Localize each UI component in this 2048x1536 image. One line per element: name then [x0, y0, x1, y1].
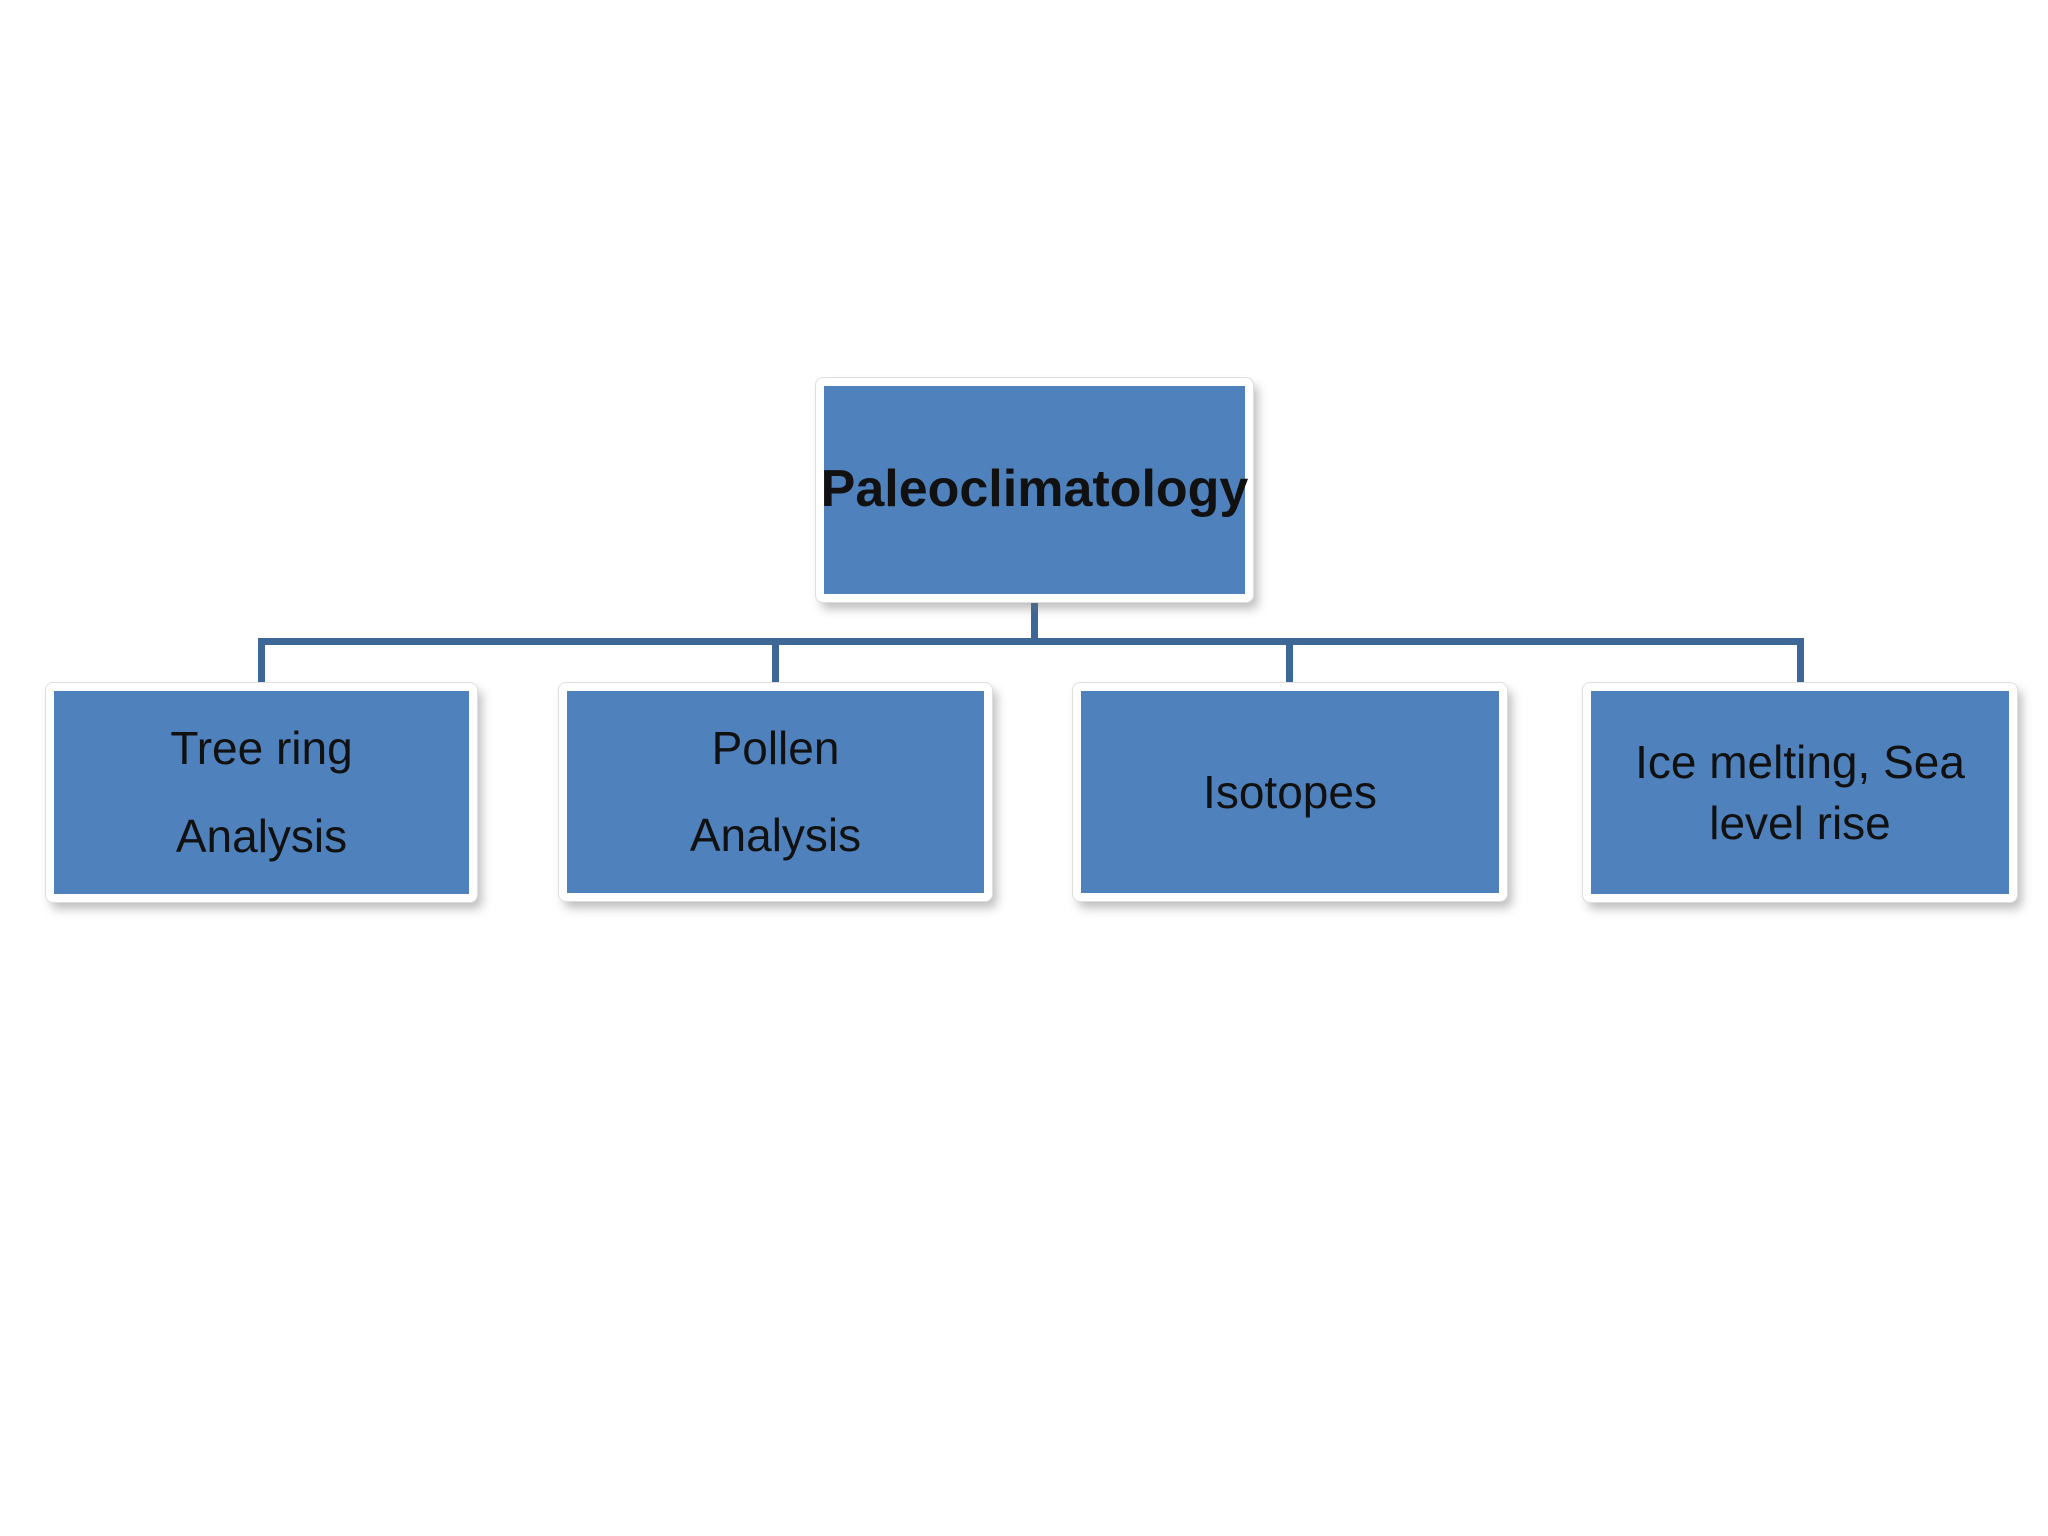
- connector-drop-isotopes: [1286, 638, 1293, 684]
- node-tree-ring-analysis[interactable]: Tree ring Analysis: [46, 683, 477, 902]
- node-label: Tree ring: [170, 722, 353, 775]
- connector-drop-ice-melting: [1797, 638, 1804, 684]
- node-label: Paleoclimatology: [820, 460, 1249, 519]
- node-label: Isotopes: [1203, 765, 1377, 818]
- node-isotopes[interactable]: Isotopes: [1073, 683, 1507, 901]
- connector-root-stub: [1031, 601, 1038, 642]
- connector-horizontal-bar: [258, 638, 1804, 645]
- node-label: Ice melting, Sea: [1635, 735, 1965, 788]
- connector-drop-pollen: [772, 638, 779, 684]
- node-paleoclimatology[interactable]: Paleoclimatology: [816, 378, 1253, 602]
- node-pollen-analysis[interactable]: Pollen Analysis: [559, 683, 992, 901]
- node-label: Pollen: [711, 721, 840, 774]
- connector-drop-tree-ring: [258, 638, 265, 684]
- node-label: Analysis: [689, 809, 862, 861]
- node-label: Analysis: [175, 809, 348, 862]
- node-ice-melting-sea-level-rise[interactable]: Ice melting, Sea level rise: [1583, 683, 2017, 902]
- node-label: level rise: [1709, 796, 1891, 849]
